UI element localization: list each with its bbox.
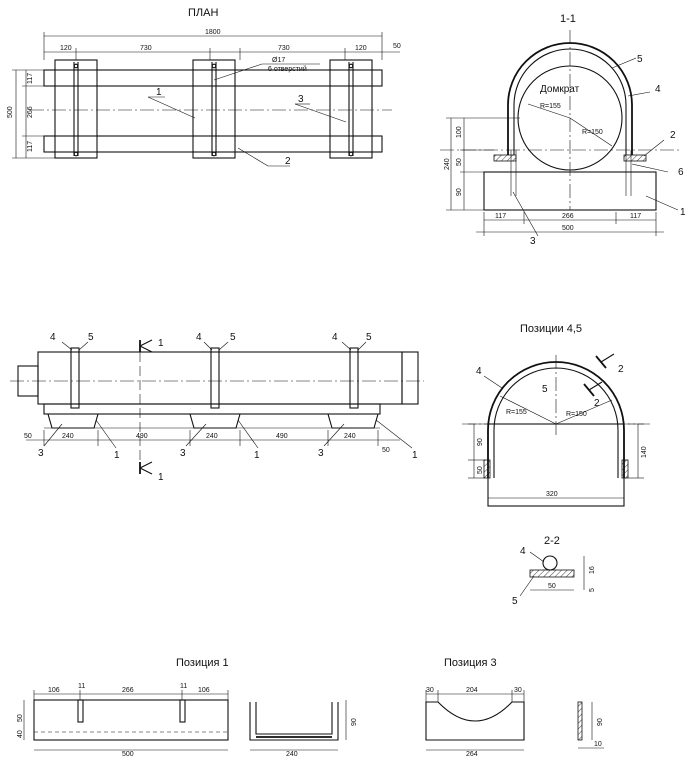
elevation-cut-1b: 1 [158,472,164,483]
positions45-callout-5: 5 [542,384,548,395]
position-3-view: Позиция 3 30 204 30 264 90 10 [425,657,604,758]
position1-dim-266: 266 [122,687,134,694]
plan-dim-730a: 730 [140,45,152,52]
section22-title: 2-2 [544,535,560,547]
positions45-dim-50: 50 [477,466,484,474]
position1-dim-50: 50 [17,714,24,722]
elevation-callout-5b: 5 [230,332,236,343]
plan-dim-120b: 120 [355,45,367,52]
elevation-dim-490a: 490 [136,433,148,440]
section11-dim-90: 90 [456,188,463,196]
positions45-dim-90: 90 [477,438,484,446]
position3-dim-90: 90 [597,718,604,726]
elevation-dim-240c: 240 [344,433,356,440]
positions45-title: Позиции 4,5 [520,323,582,335]
section22-dim-5: 5 [589,588,596,592]
elevation-callout-4b: 4 [196,332,202,343]
elevation-callout-1a: 1 [114,450,120,461]
position1-dim-500: 500 [122,751,134,758]
position1-dim-90: 90 [351,718,358,726]
section11-r150: R=150 [582,129,603,136]
positions45-callout-4: 4 [476,366,482,377]
elevation-dim-50b: 50 [382,447,390,454]
elevation-dim-490b: 490 [276,433,288,440]
position1-dim-106b: 106 [198,687,210,694]
position1-title: Позиция 1 [176,657,229,669]
position-1-view: Позиция 1 106 11 266 11 106 50 40 500 90… [17,657,358,758]
elevation-callout-1b: 1 [254,450,260,461]
section-1-1: 1-1 Домкрат R=155 R=150 100 50 240 90 [440,13,686,247]
section11-callout-4: 4 [655,84,661,95]
positions45-cut-2b: 2 [594,398,600,409]
section11-dim-50: 50 [456,158,463,166]
position3-dim-30b: 30 [514,687,522,694]
position3-dim-264: 264 [466,751,478,758]
elevation-callout-1c: 1 [412,450,418,461]
plan-callout-1: 1 [156,87,162,98]
plan-dim-total: 1800 [205,29,221,36]
plan-dim-500: 500 [7,106,14,118]
position3-dim-204: 204 [466,687,478,694]
plan-dim-730b: 730 [278,45,290,52]
section22-callout-4: 4 [520,546,526,557]
plan-hole-dia: Ø17 [272,57,285,64]
plan-dim-120a: 120 [60,45,72,52]
plan-view: ПЛАН 1800 120 730 730 120 50 [7,7,401,167]
section11-callout-6: 6 [678,167,684,178]
positions45-cut-2a: 2 [618,364,624,375]
plan-hole-note: 6 отверстий [268,65,307,73]
plan-callout-2: 2 [285,156,291,167]
positions45-dim-140: 140 [641,446,648,458]
positions45-r155: R=155 [506,409,527,416]
section11-title: 1-1 [560,13,576,25]
section11-r155: R=155 [540,103,561,110]
section22-callout-5: 5 [512,596,518,607]
position1-dim-11a: 11 [78,683,85,690]
elevation-callout-4a: 4 [50,332,56,343]
elevation-callout-3a: 3 [38,448,44,459]
section11-jack-label: Домкрат [540,84,580,95]
section11-dim-240: 240 [444,158,451,170]
elevation-callout-3c: 3 [318,448,324,459]
section11-dim-100: 100 [456,126,463,138]
elevation-dim-50a: 50 [24,433,32,440]
plan-dim-50: 50 [393,43,401,50]
elevation-callout-5a: 5 [88,332,94,343]
plan-callout-3: 3 [298,94,304,105]
position3-dim-10: 10 [594,741,602,748]
elevation-callout-3b: 3 [180,448,186,459]
section11-callout-2: 2 [670,130,676,141]
elevation-dim-240a: 240 [62,433,74,440]
section-2-2: 2-2 4 5 50 16 5 [512,535,596,607]
section11-dim-117a: 117 [495,213,506,220]
positions45-r150: R=150 [566,411,587,418]
section22-dim-50: 50 [548,583,556,590]
elevation-callout-5c: 5 [366,332,372,343]
position3-title: Позиция 3 [444,657,497,669]
position1-dim-106a: 106 [48,687,60,694]
plan-dim-266: 266 [27,106,34,118]
section11-callout-1: 1 [680,207,686,218]
elevation-dim-240b: 240 [206,433,218,440]
section22-dim-16: 16 [589,566,596,574]
positions45-dim-320: 320 [546,491,558,498]
position3-dim-30a: 30 [426,687,434,694]
section11-callout-5: 5 [637,54,643,65]
section11-dim-117b: 117 [630,213,641,220]
plan-title: ПЛАН [188,7,218,19]
elevation-cut-1a: 1 [158,338,164,349]
position1-dim-40: 40 [17,730,24,738]
section11-dim-500: 500 [562,225,574,232]
positions-4-5-view: Позиции 4,5 R=155 R=150 4 5 2 2 90 50 14… [462,323,650,507]
position1-dim-11b: 11 [180,683,187,690]
section11-dim-266: 266 [562,213,574,220]
elevation-callout-4c: 4 [332,332,338,343]
plan-dim-117a: 117 [27,73,34,84]
plan-dim-117b: 117 [27,141,34,152]
elevation-view: 1 1 50 240 490 240 490 240 50 [10,332,424,483]
section11-callout-3: 3 [530,236,536,247]
position1-dim-240: 240 [286,751,298,758]
